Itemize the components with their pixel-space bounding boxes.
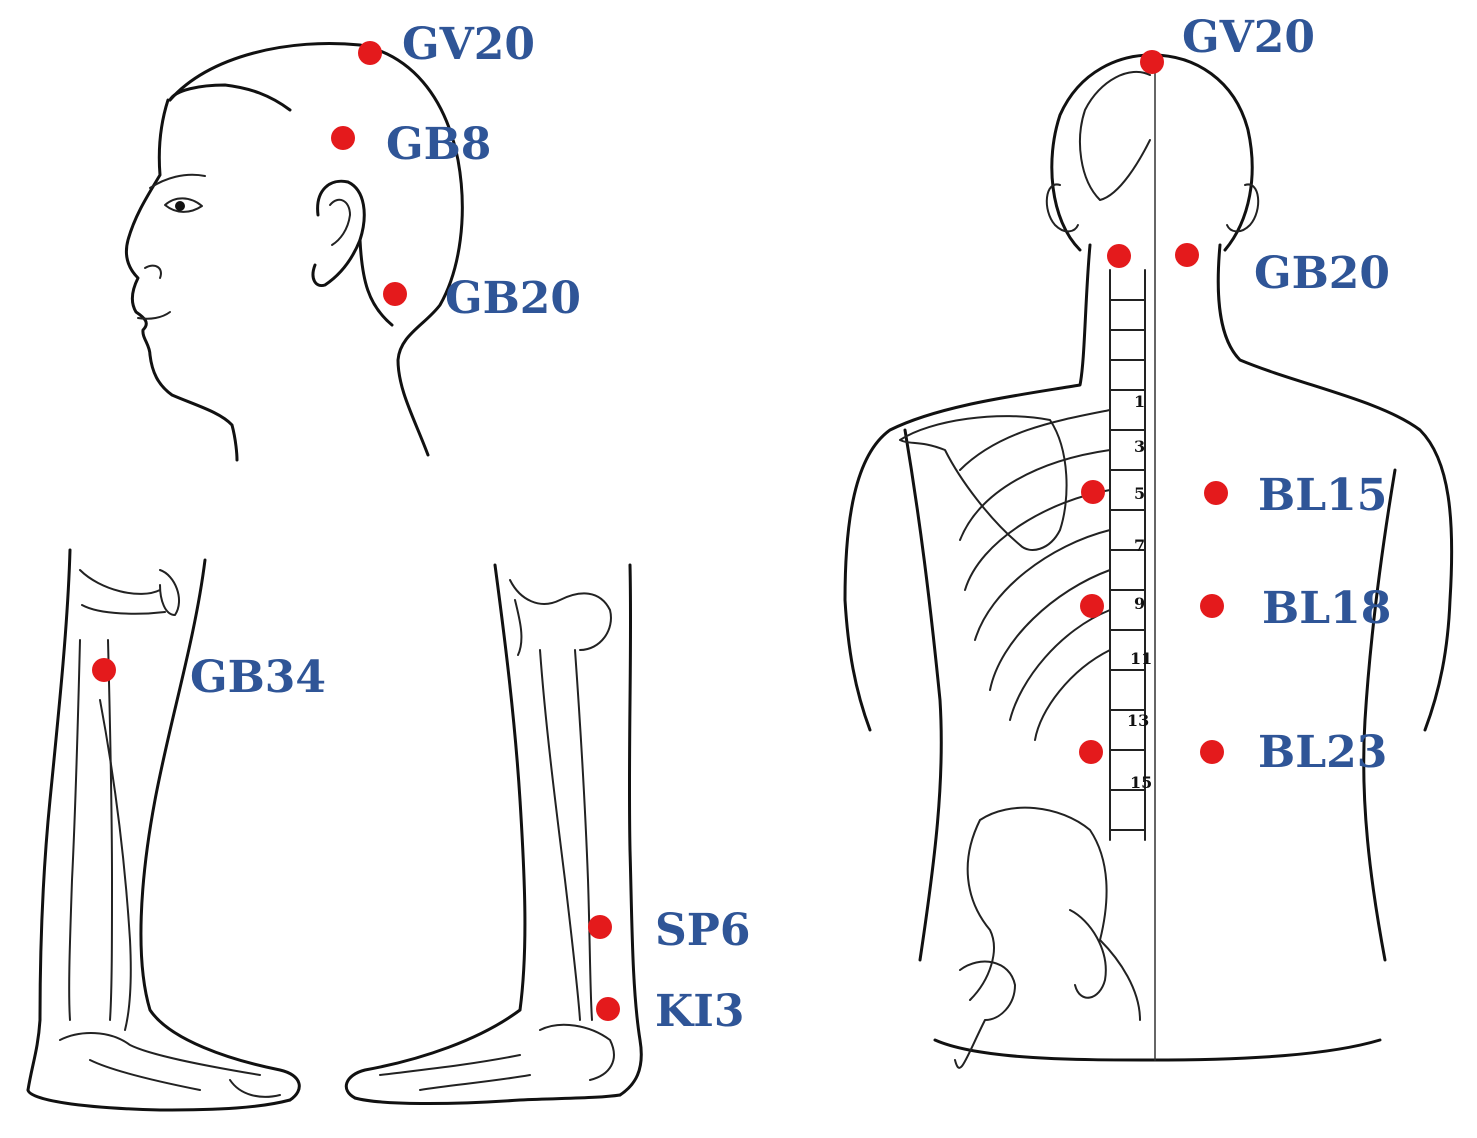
- ear-inner: [329, 198, 351, 246]
- foot-bones: [379, 1023, 615, 1091]
- lateral-leg-figure: [26, 548, 301, 1112]
- foot-sole: [353, 1093, 622, 1106]
- acupoint-dot-gb20-back-left: [1107, 244, 1131, 268]
- vertebra-number: 5: [1134, 484, 1145, 503]
- leg-outline-back: [139, 558, 301, 1102]
- eye: [164, 197, 203, 213]
- nostril: [144, 264, 162, 279]
- acupoint-dot-bl18-right: [1200, 594, 1224, 618]
- acupoint-dot-gv20-back: [1140, 50, 1164, 74]
- acupoint-label-gb8: GB8: [386, 119, 491, 170]
- head-outline: [168, 41, 464, 457]
- acupoint-label-gv20-head: GV20: [402, 19, 535, 70]
- acupoint-label-gv20-back: GV20: [1182, 12, 1315, 63]
- acupoint-label-gb34: GB34: [190, 652, 326, 703]
- acupoint-dot-gb8: [331, 126, 355, 150]
- acupoint-dot-ki3: [596, 997, 620, 1021]
- vertebra-number: 13: [1127, 711, 1149, 730]
- acupoint-dot-bl18-left: [1080, 594, 1104, 618]
- vertebra-number: 7: [1134, 536, 1145, 555]
- vertebral-column: [1109, 269, 1146, 841]
- face-profile: [124, 98, 239, 462]
- leg-outline-back: [618, 563, 643, 1097]
- leg-outline-front: [26, 548, 72, 1092]
- vertebra-numbers: 1 3 5 7 9 11 13 15: [1127, 392, 1152, 792]
- vertebra-number: 15: [1130, 773, 1152, 792]
- ribs: [959, 409, 1111, 741]
- vertebra-number: 3: [1134, 437, 1145, 456]
- leg-outline-front: [344, 563, 527, 1100]
- medial-leg-figure: [344, 563, 643, 1106]
- ear: [311, 179, 366, 288]
- head-outline: [1050, 53, 1254, 252]
- torso-sides: [903, 428, 1397, 962]
- acupoint-label-gb20-head: GB20: [445, 273, 581, 324]
- acupoint-dot-gb20-back-right: [1175, 243, 1199, 267]
- vertebra-number: 11: [1130, 649, 1152, 668]
- tibia: [539, 649, 593, 1021]
- neck-and-shoulders: [843, 243, 1454, 732]
- waist-line: [933, 1038, 1382, 1062]
- foot-sole: [26, 1088, 292, 1112]
- vertebra-number: 1: [1134, 392, 1145, 411]
- acupoint-dot-bl23-right: [1200, 740, 1224, 764]
- ear-left: [1045, 183, 1079, 233]
- acupoint-label-ki3: KI3: [655, 986, 744, 1037]
- hairline: [168, 83, 292, 112]
- acupoint-label-sp6: SP6: [655, 905, 750, 956]
- ear-right: [1226, 183, 1260, 233]
- back-figure: [843, 53, 1454, 1069]
- acupoint-dot-gv20-head: [358, 41, 382, 65]
- pelvis: [966, 806, 1141, 1021]
- acupoint-label-bl23: BL23: [1258, 727, 1387, 778]
- acupoint-dot-bl15-right: [1204, 481, 1228, 505]
- acupoints: GV20 GB8 GB20 GB34 SP6 KI3 GV20 GB20 BL1…: [92, 12, 1391, 1037]
- foot-bones: [59, 1032, 281, 1098]
- acupoint-dot-gb34: [92, 658, 116, 682]
- acupoint-label-gb20-back: GB20: [1254, 248, 1390, 299]
- acupoint-label-bl15: BL15: [1258, 470, 1387, 521]
- acupoint-label-bl18: BL18: [1262, 583, 1391, 634]
- knee-bones: [79, 569, 180, 616]
- skull-left: [1079, 70, 1151, 201]
- knee-bones: [509, 579, 612, 656]
- vertebra-number: 9: [1134, 594, 1145, 613]
- acupoint-dot-sp6: [588, 915, 612, 939]
- acupoint-dot-bl23-left: [1079, 740, 1103, 764]
- acupoint-dot-gb20-head: [383, 282, 407, 306]
- pupil: [175, 201, 185, 211]
- scapula: [899, 415, 1068, 551]
- acupoint-dot-bl15-left: [1081, 480, 1105, 504]
- mouth: [137, 311, 171, 320]
- jawline: [358, 238, 394, 327]
- head-profile-figure: [124, 41, 464, 462]
- femur-head: [954, 960, 1016, 1069]
- eyebrow: [149, 173, 206, 189]
- tibia: [68, 639, 113, 1021]
- fibula: [99, 699, 132, 1031]
